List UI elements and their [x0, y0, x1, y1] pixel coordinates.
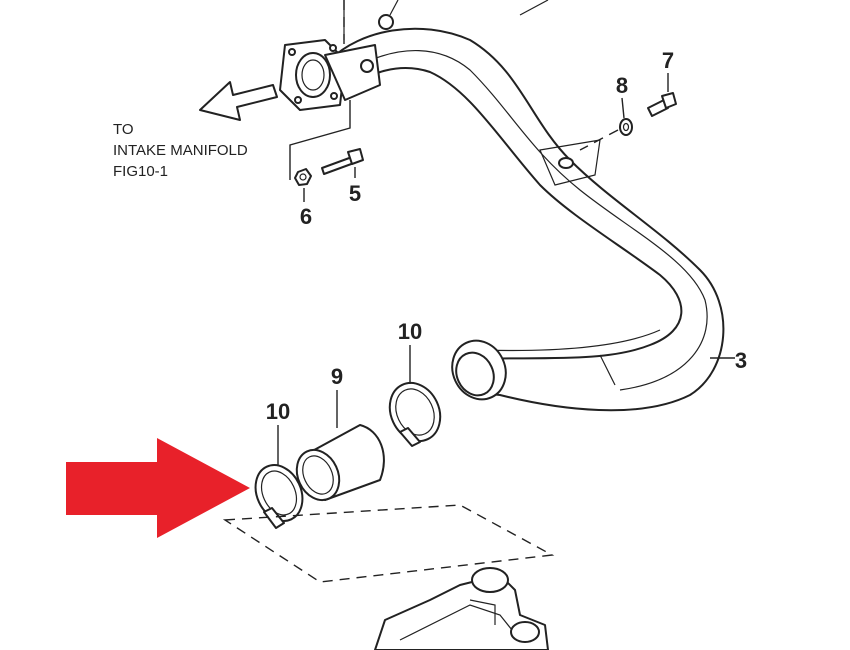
- red-arrow-right-icon: [66, 438, 250, 538]
- bottom-component: [374, 567, 549, 650]
- callout-5: 5: [349, 181, 361, 206]
- nut-6: [294, 168, 312, 186]
- callout-9: 9: [331, 364, 343, 389]
- flange: [279, 0, 549, 111]
- washer-8: [619, 118, 633, 136]
- pipe-inlet: [451, 339, 507, 401]
- dashed-8-to-pipe: [579, 129, 619, 151]
- callout-10-lower: 10: [266, 399, 290, 424]
- intake-pipe: [329, 27, 725, 412]
- note-line-1: TO: [113, 121, 134, 138]
- outline-arrow-left-icon: [199, 81, 278, 121]
- bolt-7: [647, 92, 677, 117]
- dashed-outline-bottom: [222, 504, 555, 583]
- leader-flange-bolts: [289, 100, 351, 180]
- note-line-2: INTAKE MANIFOLD: [113, 142, 248, 159]
- clamp-10-upper: [388, 381, 442, 447]
- callout-8: 8: [616, 73, 628, 98]
- note-line-3: FIG10-1: [113, 163, 168, 180]
- bolt-5: [321, 148, 364, 175]
- clamp-10-lower: [254, 464, 304, 529]
- callout-6: 6: [300, 204, 312, 229]
- callout-7: 7: [662, 48, 674, 73]
- callout-3: 3: [735, 348, 747, 373]
- hose-9: [295, 424, 385, 502]
- callout-10-upper: 10: [398, 319, 422, 344]
- leader-8: [621, 97, 625, 119]
